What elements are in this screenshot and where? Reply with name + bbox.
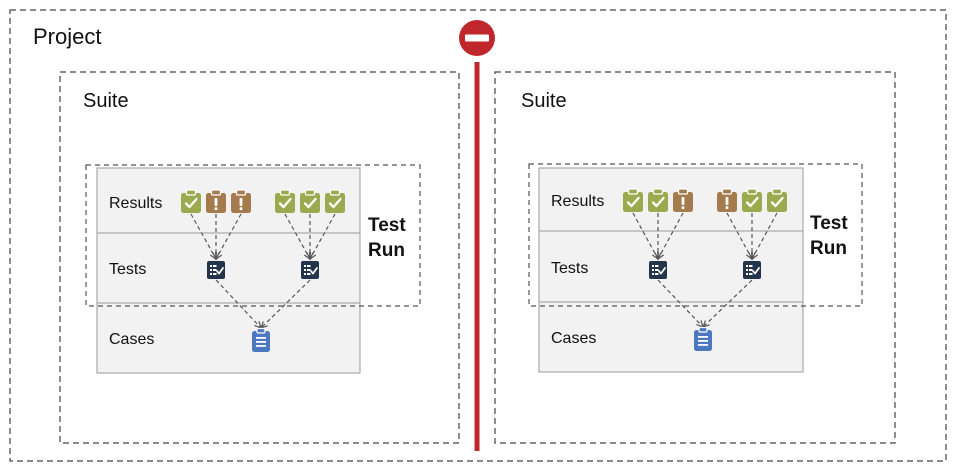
row-label-cases: Cases bbox=[551, 330, 596, 347]
passed-result-icon bbox=[767, 188, 787, 212]
suite-label: Suite bbox=[521, 90, 567, 112]
icons-group bbox=[181, 189, 345, 352]
dependency-arrow bbox=[215, 213, 242, 261]
warning-result-icon bbox=[231, 189, 251, 213]
warning-result-icon bbox=[673, 188, 693, 212]
test-run-label-line1: Test bbox=[810, 213, 848, 234]
warning-result-icon bbox=[717, 188, 737, 212]
warning-result-icon bbox=[206, 189, 226, 213]
no-entry-icon bbox=[459, 20, 495, 56]
case-icon bbox=[252, 327, 270, 352]
suite-boundary bbox=[59, 71, 460, 444]
test-run-boundary bbox=[85, 164, 421, 307]
row-label-tests: Tests bbox=[109, 261, 146, 278]
passed-result-icon bbox=[325, 189, 345, 213]
cases-row bbox=[96, 302, 361, 374]
icons-group bbox=[623, 188, 787, 351]
passed-result-icon bbox=[181, 189, 201, 213]
dependency-arrow bbox=[751, 212, 778, 261]
cases-row bbox=[538, 301, 804, 373]
test-icon bbox=[649, 261, 667, 279]
dependency-arrows bbox=[632, 212, 778, 328]
project-boundary bbox=[9, 9, 947, 462]
suite-label: Suite bbox=[83, 90, 129, 112]
row-label-results: Results bbox=[109, 195, 162, 212]
suite-boundary bbox=[494, 71, 896, 444]
passed-result-icon bbox=[623, 188, 643, 212]
test-run-label-line2: Run bbox=[810, 238, 847, 259]
suite-right: Suite Results Tests Cases Test Run bbox=[494, 71, 896, 444]
passed-result-icon bbox=[742, 188, 762, 212]
row-label-cases: Cases bbox=[109, 331, 154, 348]
suite-left: Suite Results Tests Cases Test Run bbox=[59, 71, 460, 444]
passed-result-icon bbox=[648, 188, 668, 212]
dependency-arrow bbox=[657, 212, 684, 261]
passed-result-icon bbox=[275, 189, 295, 213]
row-label-results: Results bbox=[551, 193, 604, 210]
case-icon bbox=[694, 326, 712, 351]
test-icon bbox=[301, 261, 319, 279]
passed-result-icon bbox=[300, 189, 320, 213]
test-icon bbox=[207, 261, 225, 279]
dependency-arrow bbox=[309, 213, 336, 261]
dependency-arrows bbox=[190, 213, 336, 330]
project-label: Project bbox=[33, 24, 101, 49]
test-run-boundary bbox=[528, 163, 863, 307]
test-run-label-line1: Test bbox=[368, 215, 406, 236]
test-icon bbox=[743, 261, 761, 279]
row-label-tests: Tests bbox=[551, 260, 588, 277]
test-run-label-line2: Run bbox=[368, 240, 405, 261]
